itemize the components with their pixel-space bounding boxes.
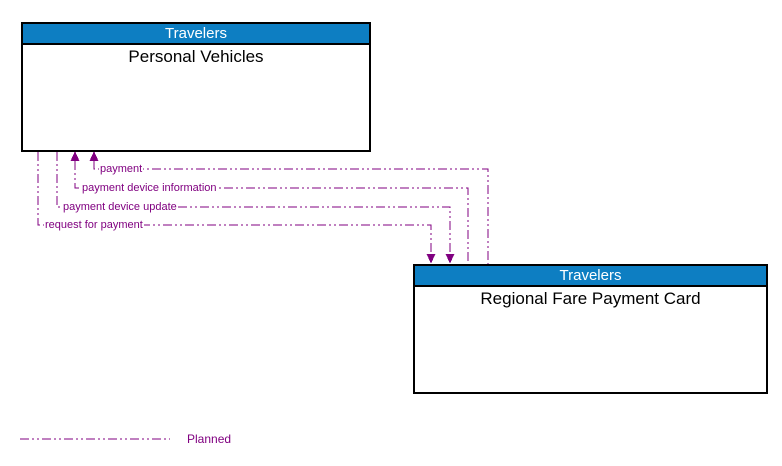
flow-line-payment-device-update [56,152,451,254]
arrowhead-up-payment-device-information [70,151,80,161]
flow-label-request-for-payment[interactable]: request for payment [44,219,144,232]
flow-label-payment[interactable]: payment [99,163,144,176]
flow-line-payment [93,161,489,264]
entity-header-regional-fare-payment-card[interactable]: Travelers [415,266,766,287]
flow-line-payment-device-information [74,161,469,264]
arrowhead-down-payment-device-update [445,254,455,264]
arrowhead-up-payment [89,151,99,161]
entity-box-personal-vehicles[interactable]: Travelers Personal Vehicles [21,22,371,152]
entity-title-personal-vehicles[interactable]: Personal Vehicles [128,47,264,66]
legend-label-planned: Planned [187,432,232,446]
flow-line-request-for-payment [37,152,432,254]
entity-header-personal-vehicles[interactable]: Travelers [23,24,369,45]
entity-title-regional-fare-payment-card[interactable]: Regional Fare Payment Card [480,289,701,308]
arrowhead-down-request-for-payment [426,254,436,264]
flow-label-payment-device-update[interactable]: payment device update [62,201,178,214]
flow-label-payment-device-information[interactable]: payment device information [81,182,218,195]
entity-box-regional-fare-payment-card[interactable]: Travelers Regional Fare Payment Card [413,264,768,394]
